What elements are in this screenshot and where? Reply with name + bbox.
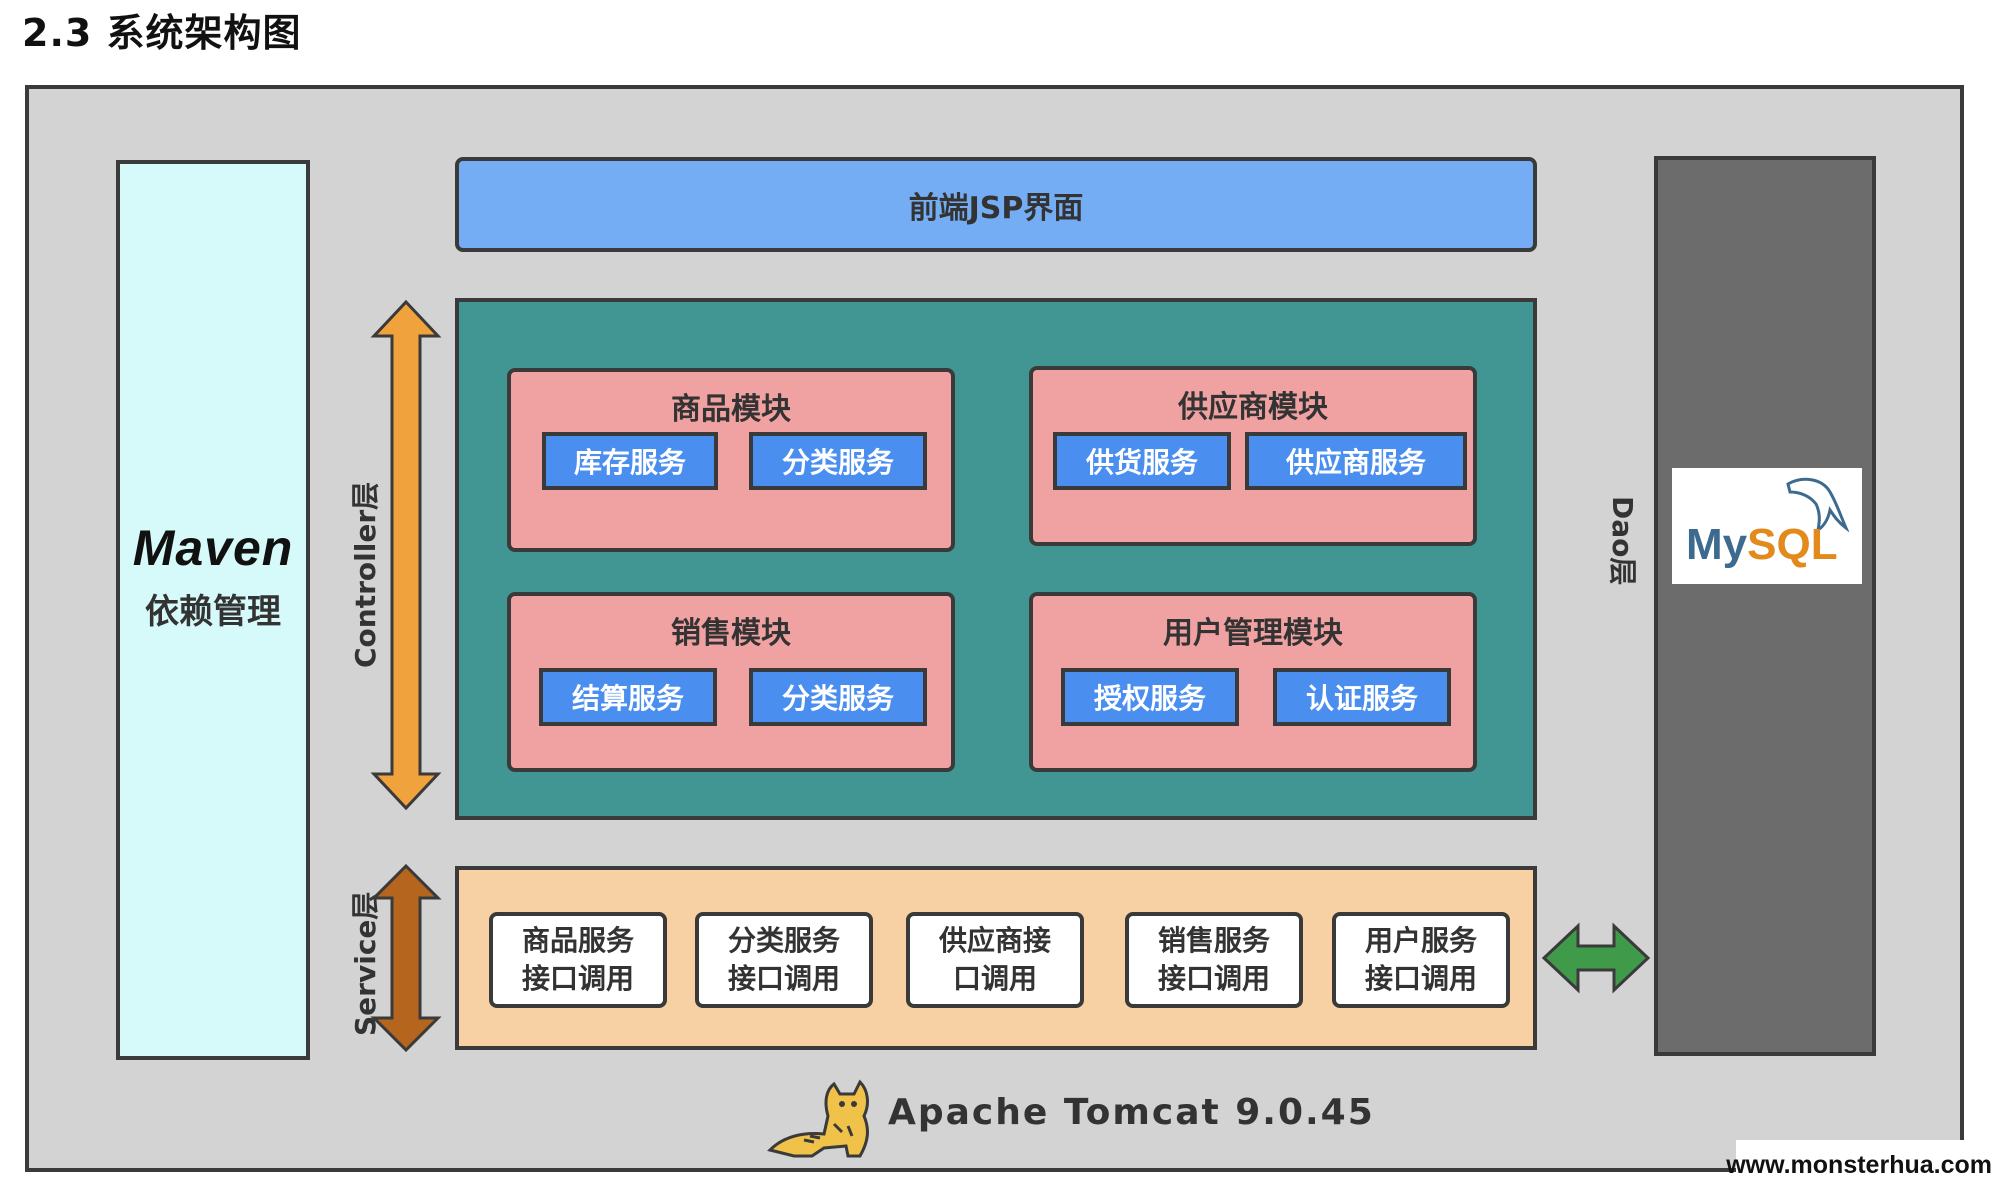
interface-line: 销售服务 (1157, 924, 1270, 957)
maven-logo: Maven (132, 520, 294, 576)
dolphin-icon (1786, 477, 1850, 532)
module-product: 商品模块 库存服务 分类服务 (507, 368, 955, 552)
tomcat-cat-icon (767, 1079, 869, 1158)
interface-line: 接口调用 (727, 962, 840, 995)
interface-box: 分类服务 接口调用 (695, 912, 873, 1008)
interface-line: 接口调用 (1364, 962, 1477, 995)
service-box: 供应商服务 (1245, 432, 1467, 490)
module-user-management: 用户管理模块 授权服务 认证服务 (1029, 592, 1477, 772)
module-title: 销售模块 (671, 616, 791, 651)
interface-box: 商品服务 接口调用 (489, 912, 667, 1008)
service-box: 分类服务 (749, 668, 927, 726)
mysql-wordmark: MySQL (1686, 520, 1838, 570)
controller-double-arrow-icon (370, 299, 442, 811)
interface-box: 销售服务 接口调用 (1125, 912, 1303, 1008)
interface-line: 供应商接 (938, 924, 1051, 957)
server-label: Apache Tomcat 9.0.45 (888, 1092, 1375, 1133)
service-box: 认证服务 (1273, 668, 1451, 726)
interface-line: 商品服务 (521, 924, 634, 957)
watermark-url: www.monsterhua.com (1726, 1140, 1996, 1190)
controller-layer: 商品模块 库存服务 分类服务 供应商模块 供货服务 供应商服务 销售模块 结算服… (455, 298, 1537, 820)
frontend-jsp-layer: 前端JSP界面 (455, 157, 1537, 252)
mysql-sql: SQL (1747, 520, 1838, 569)
service-double-arrow-icon (370, 863, 442, 1053)
service-box: 分类服务 (749, 432, 927, 490)
interface-line: 分类服务 (727, 924, 840, 957)
module-title: 商品模块 (671, 392, 791, 427)
maven-panel: Maven 依赖管理 (116, 160, 310, 1060)
mysql-logo: MySQL (1672, 468, 1862, 584)
interface-line: 口调用 (952, 962, 1037, 995)
dao-double-arrow-icon (1541, 922, 1651, 994)
interface-line: 接口调用 (521, 962, 634, 995)
interface-box: 用户服务 接口调用 (1332, 912, 1510, 1008)
page-title: 2.3 系统架构图 (22, 11, 302, 55)
interface-box: 供应商接 口调用 (906, 912, 1084, 1008)
frontend-jsp-label: 前端JSP界面 (908, 190, 1084, 226)
dao-panel (1654, 156, 1876, 1056)
mysql-my: My (1686, 520, 1748, 569)
module-sales: 销售模块 结算服务 分类服务 (507, 592, 955, 772)
interface-line: 用户服务 (1364, 924, 1477, 957)
service-box: 结算服务 (539, 668, 717, 726)
service-layer: 商品服务 接口调用 分类服务 接口调用 供应商接 口调用 销售服务 接口调用 用… (455, 866, 1537, 1050)
maven-label: 依赖管理 (145, 592, 281, 632)
interface-line: 接口调用 (1157, 962, 1270, 995)
module-supplier: 供应商模块 供货服务 供应商服务 (1029, 366, 1477, 546)
service-box: 授权服务 (1061, 668, 1239, 726)
service-box: 库存服务 (542, 432, 718, 490)
service-box: 供货服务 (1053, 432, 1231, 490)
module-title: 用户管理模块 (1163, 616, 1343, 651)
module-title: 供应商模块 (1178, 390, 1328, 425)
